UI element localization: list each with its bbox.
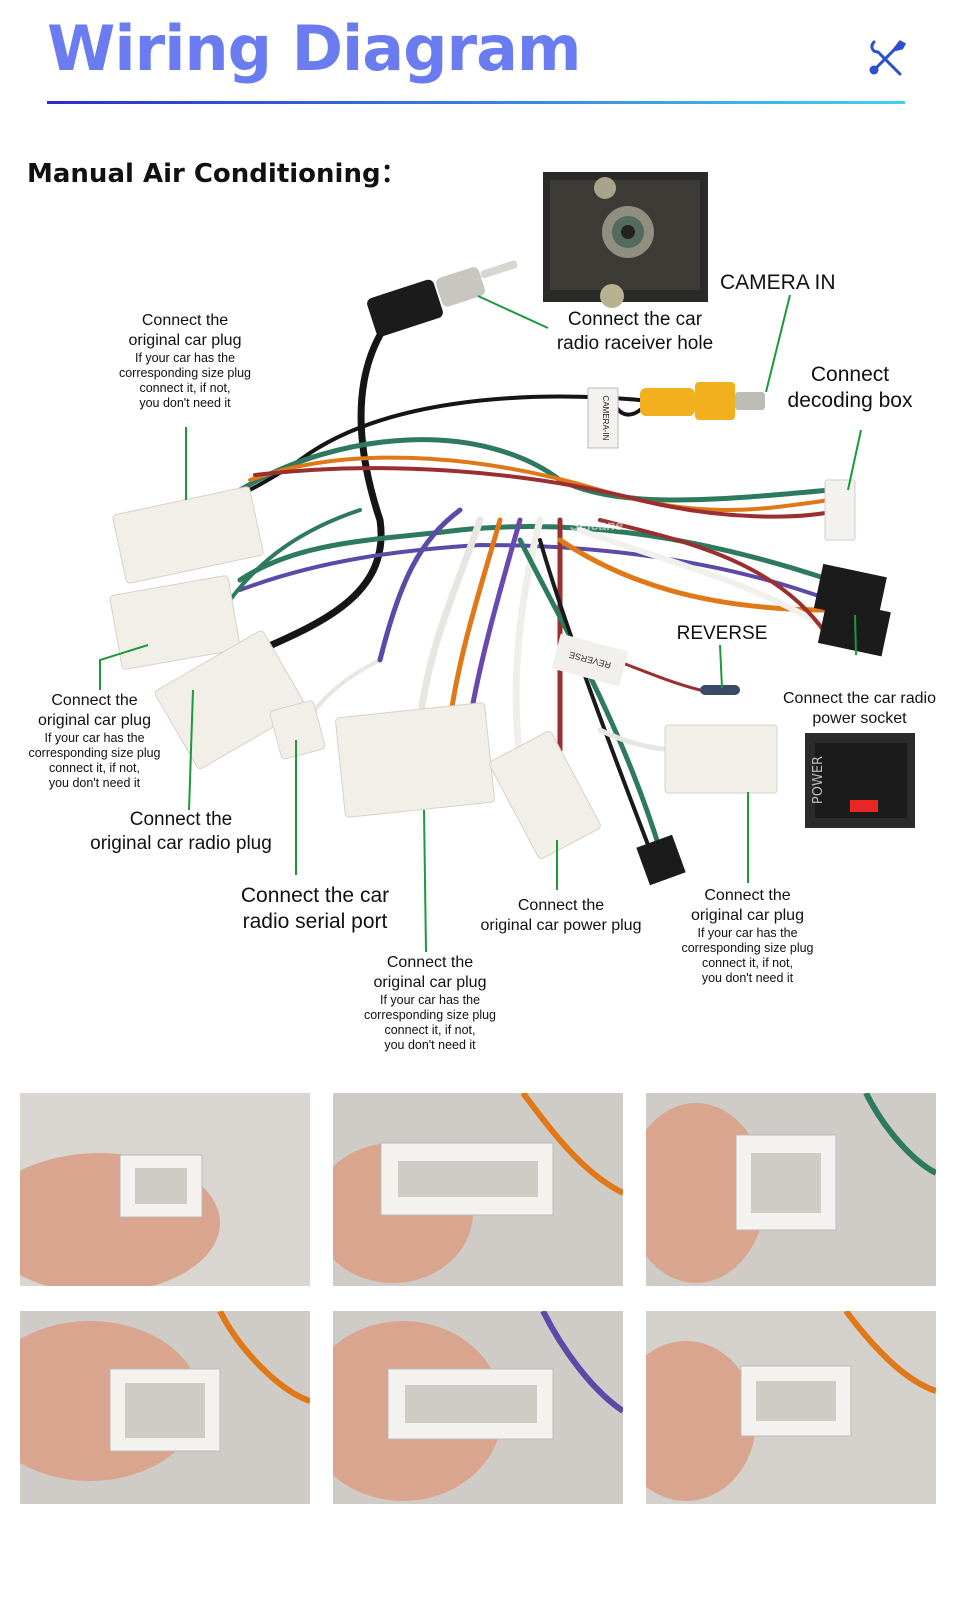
section-title: Manual Air Conditioning： — [27, 159, 407, 189]
photo-connector-5 — [333, 1311, 623, 1504]
original-plug-label-2: Connect the original car plug If your ca… — [28, 692, 161, 790]
camera-tag: CAMERA-IN — [601, 396, 610, 441]
decoding-box-label: Connect decoding box — [787, 363, 913, 413]
connector-upper-left — [112, 486, 264, 584]
reverse-label: REVERSE — [676, 623, 768, 644]
original-plug-label-3: Connect the original car plug If your ca… — [363, 954, 497, 1052]
power-socket-connector — [813, 563, 891, 657]
photo-connector-1 — [20, 1093, 310, 1286]
tools-icon — [869, 40, 907, 76]
original-plug-label-4: Connect the original car plug If your ca… — [681, 887, 814, 985]
leader-lines — [99, 294, 862, 953]
connector-serial-port — [269, 700, 326, 760]
power-label: POWER — [811, 756, 826, 804]
photo-connector-2 — [333, 1093, 623, 1286]
power-plug-label: Connect the original car power plug — [480, 897, 642, 934]
power-socket-photo: POWER — [805, 733, 915, 828]
antenna-label: Connect the car radio raceiver hole — [556, 309, 714, 354]
title-underline — [47, 101, 905, 104]
camera-jack-photo — [543, 172, 708, 308]
radio-plug-label: Connect the original car radio plug — [90, 809, 272, 854]
connector-power-plug — [489, 730, 601, 860]
wiring-harness-diagram: CAMERA-IN REVERSE POWER — [99, 172, 915, 953]
decoding-box-connector — [824, 479, 856, 541]
connector-radio-plug — [154, 630, 307, 770]
connector-right-lower — [664, 724, 778, 794]
antenna-connector — [367, 260, 518, 337]
connector-large-center — [335, 702, 495, 818]
page-title: Wiring Diagram — [47, 12, 582, 85]
photo-connector-3 — [646, 1093, 936, 1286]
power-socket-label: Connect the car radio power socket — [783, 690, 936, 727]
photo-connector-4 — [20, 1311, 310, 1504]
serial-port-label: Connect the car radio serial port — [240, 884, 390, 934]
brand-watermark: Seicane — [570, 517, 623, 533]
camera-rca-connector: CAMERA-IN — [587, 382, 765, 449]
original-plug-label-1: Connect the original car plug If your ca… — [118, 312, 252, 410]
connector-small-black — [636, 834, 686, 886]
reverse-tag: REVERSE — [551, 633, 740, 695]
photo-connector-6 — [646, 1311, 936, 1504]
camera-in-label: CAMERA IN — [720, 271, 836, 294]
